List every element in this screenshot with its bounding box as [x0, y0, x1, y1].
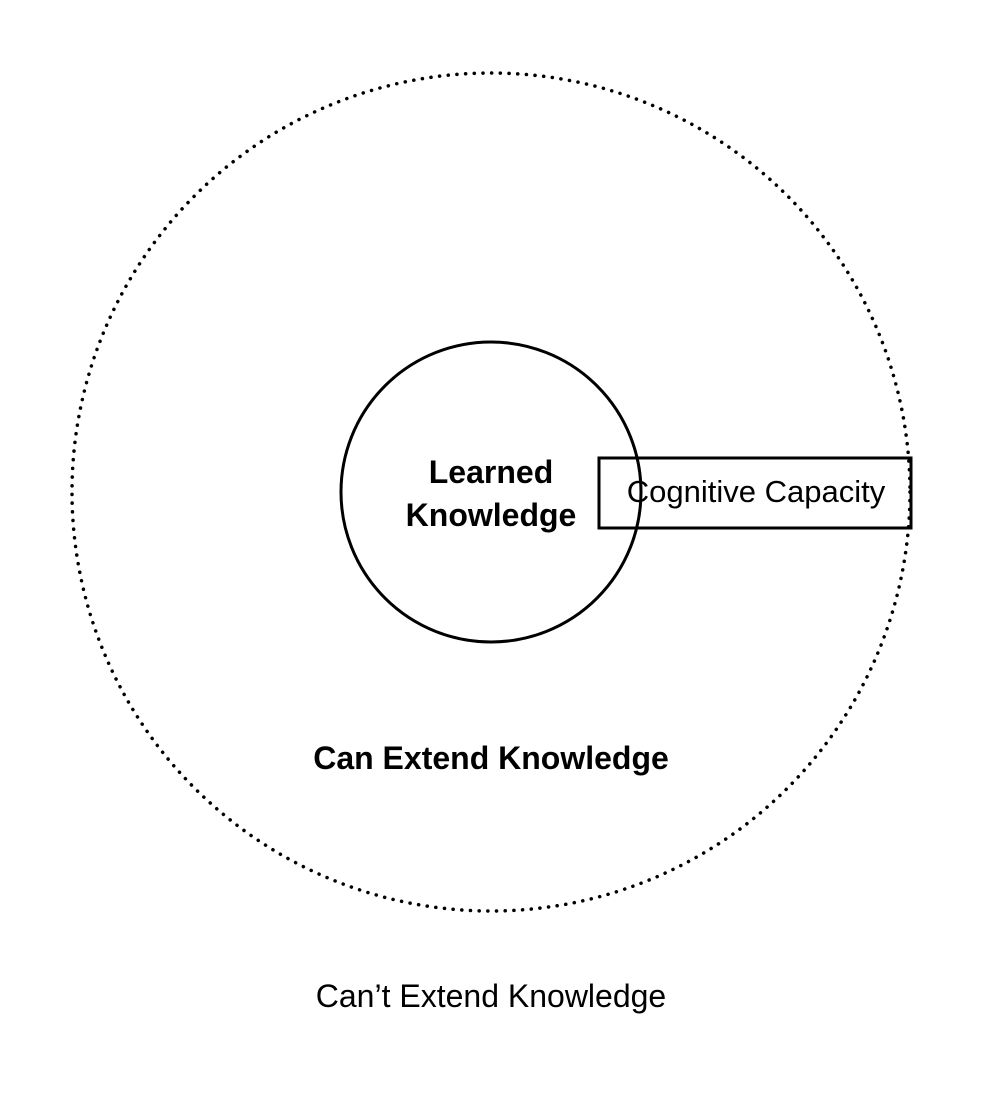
cognitive-capacity-label: Cognitive Capacity — [627, 474, 886, 509]
can-extend-knowledge-label: Can Extend Knowledge — [313, 740, 669, 776]
cant-extend-knowledge-label: Can’t Extend Knowledge — [316, 978, 666, 1014]
inner-circle-label-line2: Knowledge — [406, 497, 577, 533]
inner-circle-label-line1: Learned — [429, 454, 553, 490]
inner-circle — [339, 340, 643, 644]
cognitive-capacity-box — [597, 456, 913, 530]
